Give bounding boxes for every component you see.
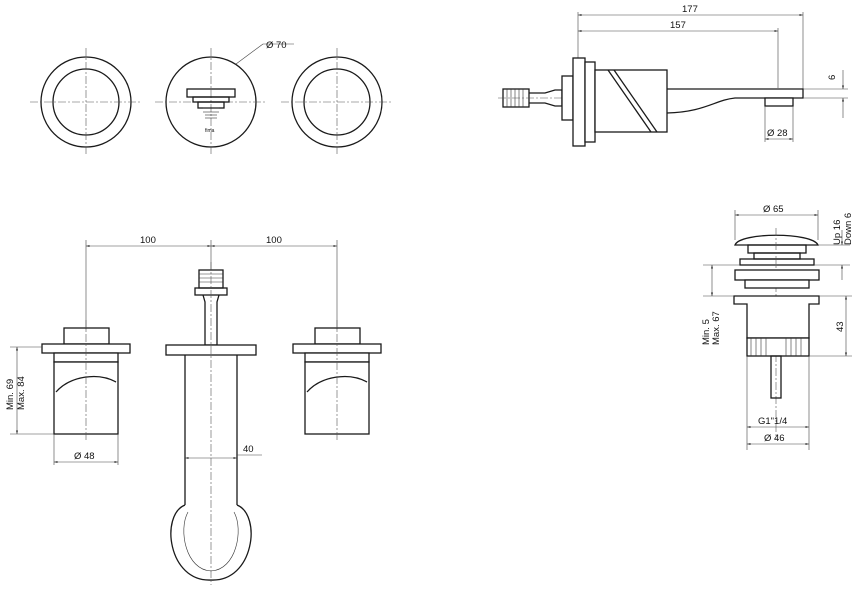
dim-length-177: 177 bbox=[682, 4, 698, 15]
dim-height-43: 43 bbox=[835, 321, 846, 332]
dim-depth-min-69: Min. 69 bbox=[5, 379, 16, 410]
dim-diameter-65: Ø 65 bbox=[763, 204, 784, 215]
dim-length-157: 157 bbox=[670, 20, 686, 31]
dim-spacing-100-right: 100 bbox=[266, 235, 282, 246]
center-spout-plate: fima Ø 70 bbox=[155, 40, 294, 156]
dim-diameter-46: Ø 46 bbox=[764, 433, 785, 444]
right-handle-plate bbox=[281, 48, 393, 156]
dim-diameter-28: Ø 28 bbox=[767, 128, 788, 139]
dim-thickness-6: 6 bbox=[827, 75, 838, 80]
dim-down-6: Down 6 bbox=[843, 213, 854, 245]
brand-logo-mark: fima bbox=[205, 128, 215, 134]
center-spout-elevation: 40 bbox=[165, 262, 262, 585]
front-view-plates: fima Ø 70 bbox=[30, 40, 393, 156]
dim-min-5: Min. 5 bbox=[701, 319, 712, 345]
dim-up-16: Up 16 bbox=[832, 220, 843, 245]
side-view-spout: 177 157 Ø 28 6 bbox=[498, 4, 848, 147]
drain-valve-view: Ø 65 Up 16 Down 6 Min. 5 Max. 67 bbox=[701, 204, 854, 450]
dim-diameter-48: Ø 48 bbox=[74, 451, 95, 462]
dim-depth-max-84: Max. 84 bbox=[16, 376, 27, 410]
dim-diameter-70: Ø 70 bbox=[266, 40, 287, 51]
dim-diameter-40: 40 bbox=[243, 444, 254, 455]
left-handle-plate bbox=[30, 48, 142, 156]
left-handle-elevation: Min. 69 Max. 84 Ø 48 bbox=[5, 320, 131, 465]
dim-max-67: Max. 67 bbox=[711, 311, 722, 345]
dim-thread-g114: G1"1/4 bbox=[758, 416, 787, 427]
right-handle-elevation bbox=[292, 320, 382, 440]
dim-spacing-100-left: 100 bbox=[140, 235, 156, 246]
front-elevation: 100 100 Min. 69 Max. 84 Ø 48 bbox=[5, 235, 382, 585]
